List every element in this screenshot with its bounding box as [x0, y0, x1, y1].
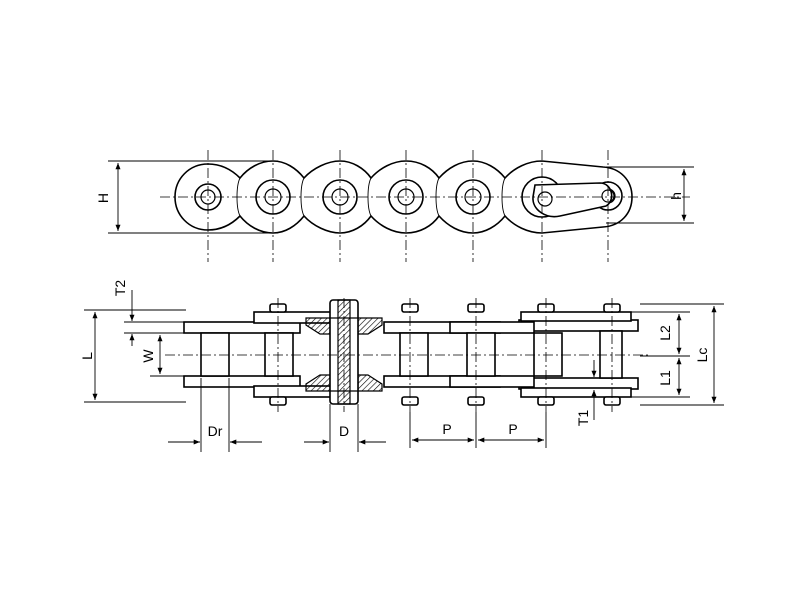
chain-side-view: H h	[95, 150, 694, 262]
label-D: D	[339, 423, 349, 439]
label-L: L	[79, 352, 95, 360]
label-H: H	[95, 193, 111, 203]
vertical-center-marks	[207, 150, 609, 262]
dimension-D: D	[304, 404, 386, 452]
label-T2: T2	[112, 280, 128, 297]
dimension-h: h	[606, 166, 694, 224]
dimension-W: W	[140, 332, 200, 377]
rollers	[200, 330, 623, 379]
dimension-H: H	[95, 160, 278, 234]
dimension-L: L	[79, 309, 186, 403]
label-Lc: Lc	[694, 348, 710, 363]
label-T1: T1	[575, 410, 591, 427]
label-L1: L1	[657, 370, 673, 386]
label-P-2: P	[508, 421, 517, 437]
label-h: h	[668, 192, 684, 200]
dimension-L1-L2: L2 L1	[624, 311, 690, 398]
dimension-P: P P	[409, 412, 547, 448]
chain-top-view: L T2 W Dr	[79, 280, 724, 452]
dimension-Dr: Dr	[168, 378, 262, 452]
dimension-T2: T2	[112, 280, 186, 346]
label-L2: L2	[657, 325, 673, 341]
label-W: W	[140, 349, 156, 363]
spring-clip	[532, 182, 613, 218]
label-Dr: Dr	[208, 423, 223, 439]
dimension-T1: T1	[575, 360, 597, 427]
label-P-1: P	[442, 421, 451, 437]
dimension-Lc: Lc	[640, 303, 724, 406]
inner-plates	[253, 311, 632, 398]
